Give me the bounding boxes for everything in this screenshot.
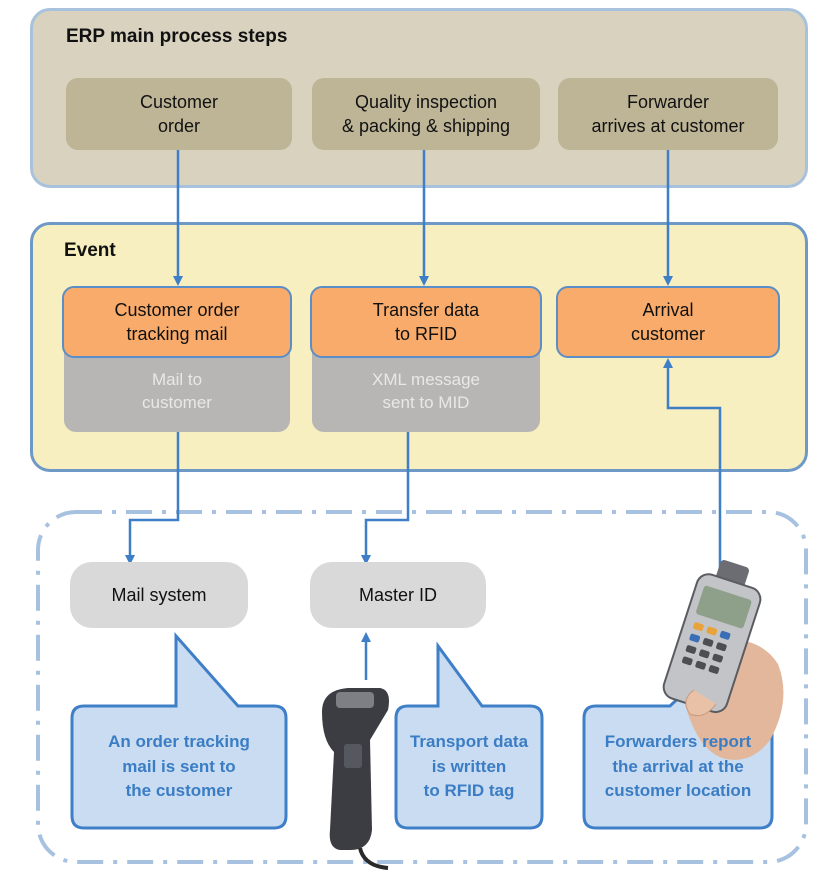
handheld-terminal-icon xyxy=(662,560,784,760)
event-transfer-data-to-rfid: Transfer data to RFID xyxy=(310,286,542,358)
callout-text-mail: An order tracking mail is sent to the cu… xyxy=(108,732,250,801)
event-sub-xml-message: XML message sent to MID xyxy=(312,352,540,432)
arrow-handheld-to-arrival xyxy=(663,358,722,576)
erp-step-forwarder-arrives: Forwarder arrives at customer xyxy=(558,78,778,150)
erp-step-customer-order: Customer order xyxy=(66,78,292,150)
callout-text-transport: Transport data is written to RFID tag xyxy=(409,732,529,801)
rfid-scanner-icon xyxy=(322,688,389,870)
event-arrival-customer: Arrival customer xyxy=(556,286,780,358)
callout-shape-transport xyxy=(394,641,544,830)
callout-shape-mail xyxy=(70,632,288,830)
event-sub-mail-to-customer: Mail to customer xyxy=(64,352,290,432)
arrow-mail-event-to-mail-system xyxy=(125,432,180,565)
arrow-xml-to-master-id xyxy=(361,432,410,565)
event-customer-order-tracking-mail: Customer order tracking mail xyxy=(62,286,292,358)
master-id-box: Master ID xyxy=(310,562,486,628)
erp-panel-title: ERP main process steps xyxy=(66,26,288,47)
callout-text-forwarders: Forwarders report the arrival at the cus… xyxy=(604,732,752,801)
system-boundary-dashed xyxy=(36,510,808,864)
mail-system-box: Mail system xyxy=(70,562,248,628)
event-panel-title: Event xyxy=(64,240,116,261)
erp-step-quality-inspection: Quality inspection & packing & shipping xyxy=(312,78,540,150)
